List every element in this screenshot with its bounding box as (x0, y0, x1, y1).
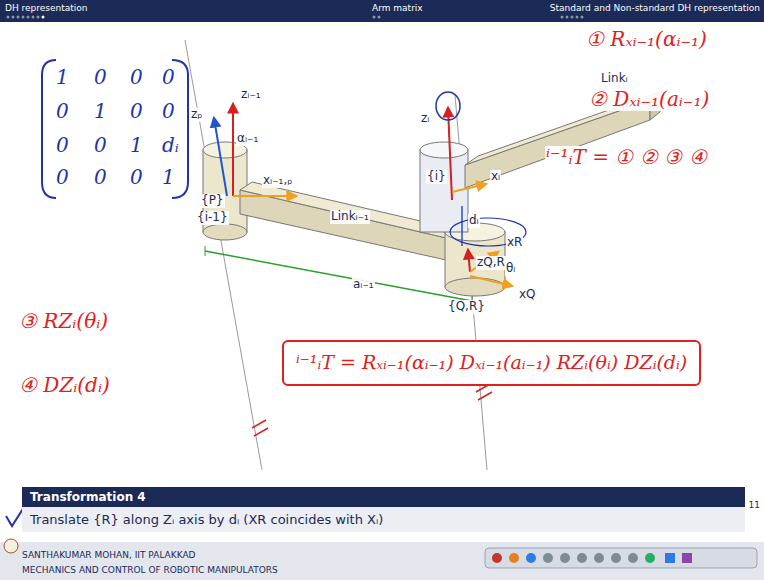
equation-text: ⁱ⁻¹ᵢT = Rₓᵢ₋₁(αᵢ₋₁) Dₓᵢ₋₁(aᵢ₋₁) RZᵢ(θᵢ) … (296, 350, 687, 376)
axis-label: {P} (200, 194, 225, 208)
matrix-cell: 0 (130, 66, 143, 89)
axis-label: dᵢ (468, 214, 480, 228)
axis-label: zᵢ (420, 112, 430, 126)
matrix-cell: 1 (130, 134, 143, 157)
axis-arrow (468, 250, 470, 272)
logo (4, 539, 18, 553)
header-text: Arm matrix (372, 3, 423, 13)
joint-cylinder (445, 223, 505, 296)
handwritten-note: ④ DZᵢ(dᵢ) (18, 374, 111, 397)
footer-text: MECHANICS AND CONTROL OF ROBOTIC MANIPUL… (22, 565, 278, 575)
matrix-cell: 1 (94, 100, 107, 123)
matrix-cell: 0 (56, 134, 69, 157)
equation-box: ⁱ⁻¹ᵢT = Rₓᵢ₋₁(αᵢ₋₁) Dₓᵢ₋₁(aᵢ₋₁) RZᵢ(θᵢ) … (282, 340, 701, 386)
matrix-cell: 0 (130, 100, 143, 123)
header-text: Standard and Non-standard DH representat… (550, 3, 760, 13)
axis-label: αᵢ₋₁ (236, 132, 259, 146)
matrix-cell: 0 (162, 66, 175, 89)
matrix-cell: 0 (94, 66, 107, 89)
axis-label: xR (506, 236, 523, 250)
axis-label: aᵢ₋₁ (352, 278, 375, 292)
progress-dots (7, 16, 584, 19)
axis-label: Linkᵢ (600, 72, 629, 86)
matrix-cell: 0 (162, 100, 175, 123)
axis-label: zₚ (190, 108, 203, 122)
handwritten-note: ① Rₓᵢ₋₁(αᵢ₋₁) (585, 28, 708, 51)
axis-label: xᵢ (490, 170, 501, 184)
tick-mark (476, 384, 492, 400)
axis-arrow (448, 108, 452, 200)
matrix-cell: 0 (94, 166, 107, 189)
axis-label: zᵢ₋₁ (240, 88, 262, 102)
joint-cylinder (420, 142, 468, 232)
dimension-line (205, 251, 472, 301)
annotation-toolbar (485, 548, 757, 568)
handwritten-note: ⁱ⁻¹ᵢT = ① ② ③ ④ (545, 146, 708, 169)
axis-arrow (214, 118, 227, 196)
handwritten-note: ③ RZᵢ(θᵢ) (18, 310, 109, 333)
axis-label: zQ,R (476, 256, 506, 270)
axis-label: Linkᵢ₋₁ (330, 210, 370, 224)
header-bar (0, 0, 764, 22)
axis-label: θᵢ (505, 262, 517, 276)
axis-label: {i-1} (196, 211, 229, 225)
ink-circle (436, 92, 460, 120)
matrix-cell: 0 (130, 166, 143, 189)
axis-arrow (232, 104, 234, 196)
footer-bar (0, 542, 764, 580)
block-heading: Transformation 4 (22, 487, 745, 507)
header-text: DH representation (5, 3, 88, 13)
matrix-cell: 1 (56, 66, 69, 89)
block-body: Translate {R} along Zᵢ axis by dᵢ (XR co… (22, 507, 745, 532)
matrix-cell: 1 (162, 166, 175, 189)
page-number: 11 (749, 500, 760, 510)
handwritten-note: ② Dₓᵢ₋₁(aᵢ₋₁) (588, 88, 710, 111)
matrix-cell: 0 (56, 166, 69, 189)
offset-line (461, 206, 463, 246)
axis-label: {Q,R} (447, 300, 486, 314)
content-block: Transformation 4Translate {R} along Zᵢ a… (22, 487, 745, 532)
footer-text: SANTHAKUMAR MOHAN, IIT PALAKKAD (22, 550, 196, 560)
axis-arrow (233, 195, 296, 197)
matrix-cell: 0 (56, 100, 69, 123)
axis-label: xQ (518, 288, 537, 302)
axis-arrow (452, 184, 486, 192)
tick-mark (252, 420, 268, 436)
matrix-cell: 0 (94, 134, 107, 157)
matrix-cell: dᵢ (162, 134, 179, 157)
axis-label: xᵢ₋₁,ₚ (262, 174, 293, 188)
matrix-bracket (42, 60, 56, 198)
axis-arrow (470, 276, 512, 286)
axis-label: {i} (426, 170, 447, 184)
